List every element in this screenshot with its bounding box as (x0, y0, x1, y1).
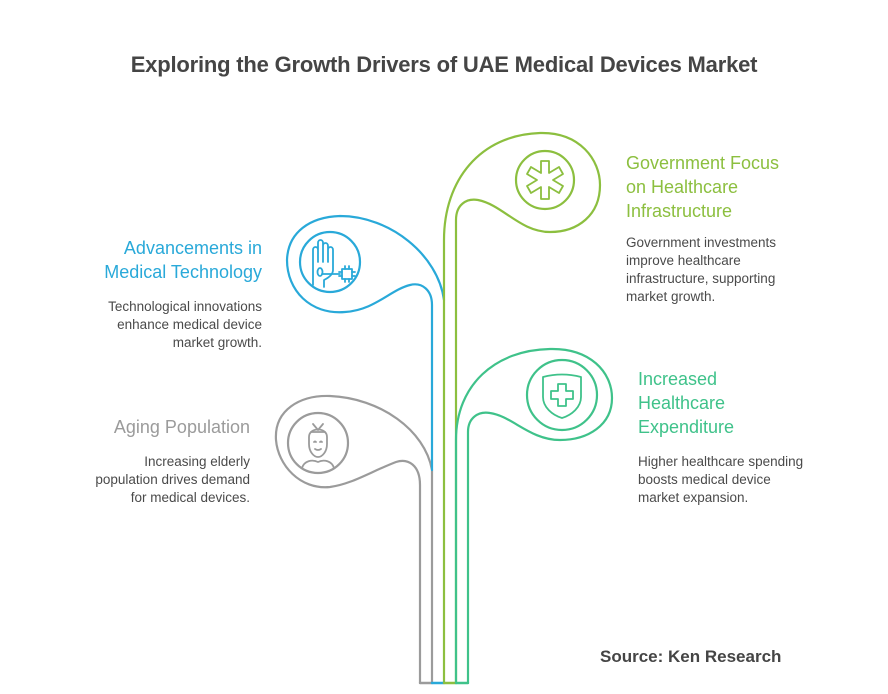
government-description: Government investments improve healthcar… (626, 234, 846, 306)
government-heading-line: on Healthcare (626, 177, 739, 197)
description-line: improve healthcare (626, 253, 741, 268)
description-line: Higher healthcare spending (638, 454, 804, 469)
description-line: market growth. (172, 335, 262, 350)
medical-asterisk-icon (526, 160, 564, 200)
description-line: boosts medical device (638, 472, 771, 487)
description-line: Technological innovations (108, 299, 262, 314)
description-line: market growth. (626, 289, 716, 304)
expenditure-heading-line: Increased (638, 369, 718, 389)
medical-technology-loop (285, 214, 446, 472)
technology-heading-line: Advancements in (123, 238, 262, 258)
description-line: market expansion. (638, 490, 749, 505)
shield-cross-icon (542, 373, 582, 419)
expenditure-heading-line: Healthcare (638, 393, 726, 413)
healthcare-expenditure-loop (454, 347, 614, 685)
hand-chip-icon (312, 239, 356, 288)
technology-heading-line: Medical Technology (104, 262, 262, 282)
description-line: Increasing elderly (144, 454, 250, 469)
technology-description: Technological innovations enhance medica… (62, 298, 262, 352)
source-label: Source: Ken Research (600, 647, 782, 666)
government-heading-line: Infrastructure (626, 201, 733, 221)
expenditure-heading-line: Expenditure (638, 417, 735, 437)
government-focus-loop (442, 131, 602, 685)
government-heading-line: Government Focus (626, 153, 780, 173)
description-line: Government investments (626, 235, 777, 250)
aging-population-loop (274, 394, 434, 685)
technology-heading: Advancements in Medical Technology (62, 236, 262, 284)
elderly-person-icon (301, 423, 335, 469)
description-line: for medical devices. (130, 490, 250, 505)
aging-heading: Aging Population (113, 417, 250, 437)
description-line: enhance medical device (117, 317, 262, 332)
expenditure-heading: Increased Healthcare Expenditure (638, 367, 858, 439)
page-title: Exploring the Growth Drivers of UAE Medi… (130, 52, 758, 77)
government-heading: Government Focus on Healthcare Infrastru… (626, 151, 846, 223)
expenditure-description: Higher healthcare spending boosts medica… (638, 453, 858, 507)
description-line: population drives demand (95, 472, 250, 487)
aging-description: Increasing elderly population drives dem… (50, 453, 250, 507)
description-line: infrastructure, supporting (626, 271, 776, 286)
